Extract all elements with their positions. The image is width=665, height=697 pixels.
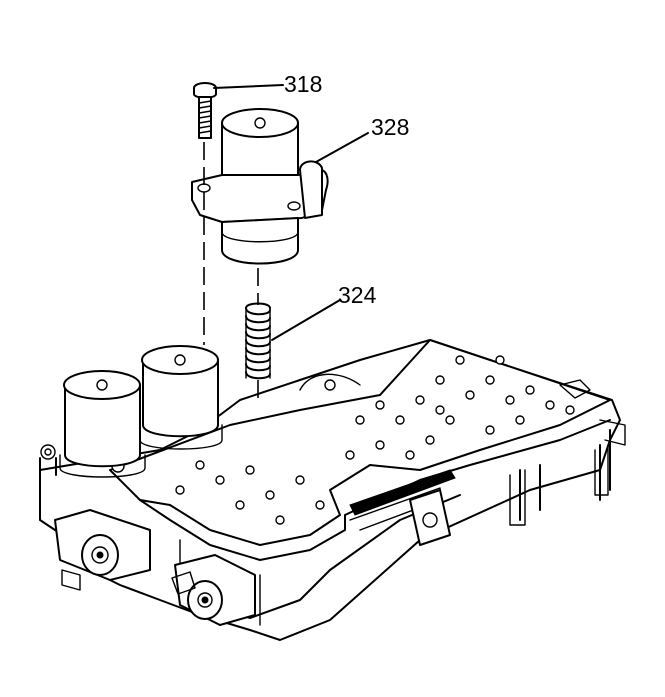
front-connector-right	[171, 554, 256, 626]
leader-lines	[213, 84, 369, 341]
plate-holes	[175, 355, 575, 525]
spring-324	[245, 302, 271, 380]
bolt-318	[193, 82, 217, 139]
solenoid-328	[191, 108, 329, 265]
solenoid-left-front	[59, 370, 146, 478]
solenoid-left-rear	[139, 345, 223, 450]
explode-guidelines	[203, 142, 259, 402]
callout-328: 328	[371, 114, 409, 140]
callout-318: 318	[284, 71, 322, 97]
callout-324: 324	[338, 282, 377, 308]
front-connector-left	[54, 509, 151, 591]
